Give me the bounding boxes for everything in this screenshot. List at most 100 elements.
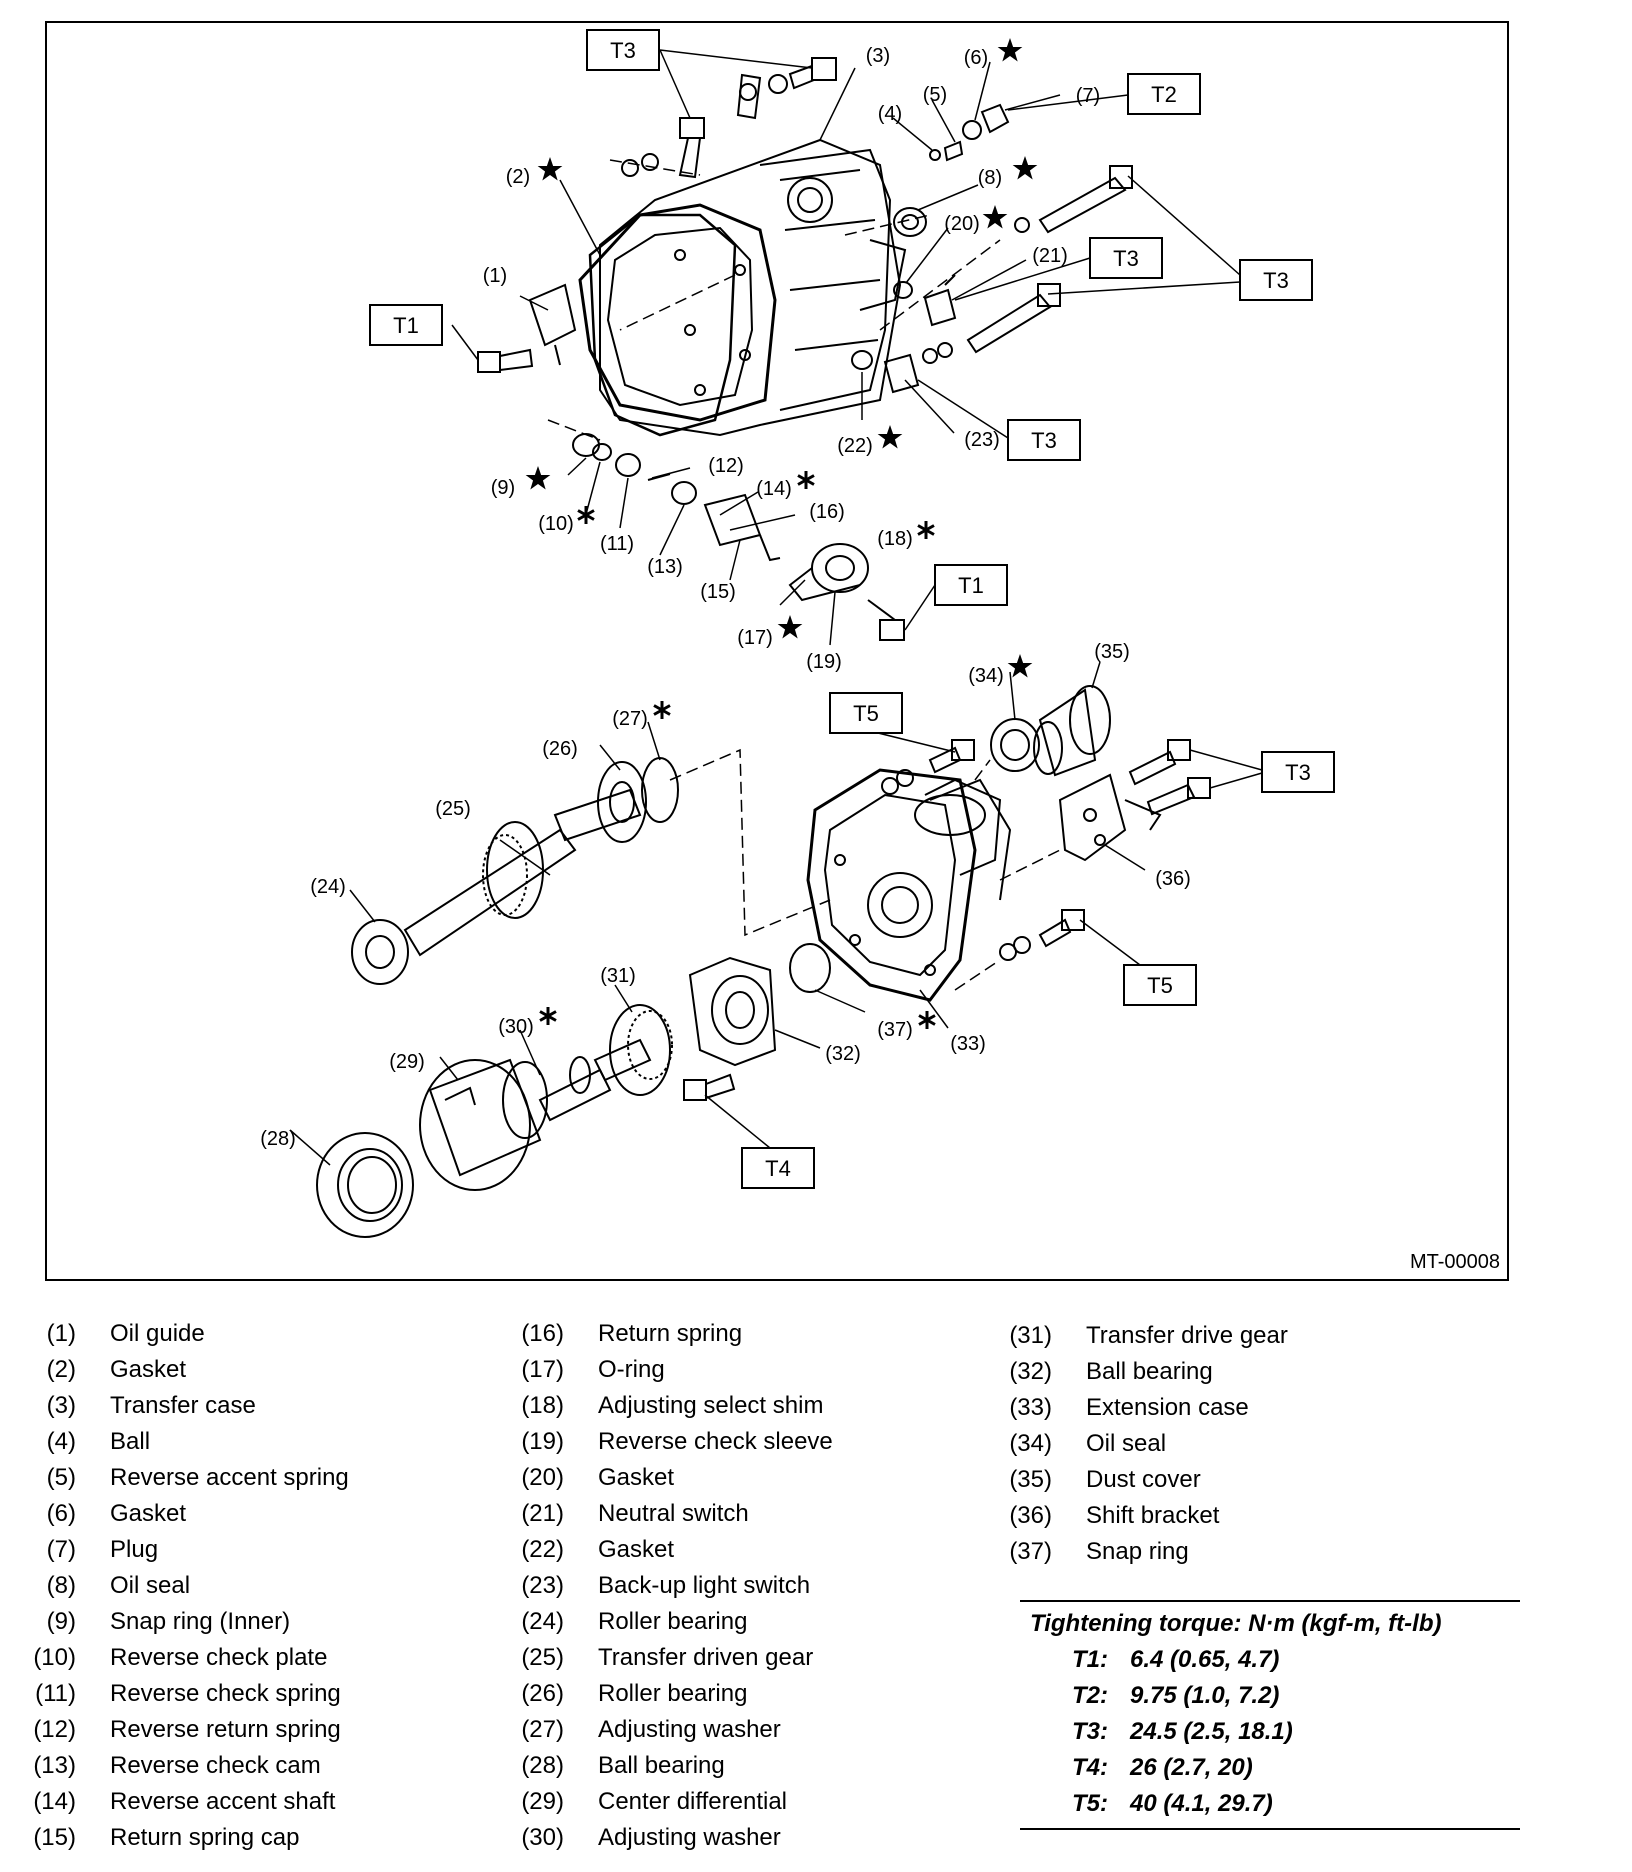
torque-key: T3:: [1072, 1718, 1108, 1745]
long-bolts-t3: [922, 165, 1133, 364]
legend-label: Oil seal: [1086, 1430, 1167, 1457]
legend-num: (13): [33, 1752, 76, 1779]
legend-item: (5) Reverse accent spring: [0, 1460, 349, 1496]
legend-num: (3): [46, 1392, 76, 1419]
legend-item: (6) Gasket: [0, 1496, 349, 1532]
legend-num: (11): [35, 1680, 76, 1707]
torque-table-bottom-rule: [1020, 1828, 1520, 1830]
figure-id: MT-00008: [1410, 1251, 1500, 1273]
legend-label: Reverse accent spring: [110, 1464, 349, 1491]
legend-label: Reverse check cam: [110, 1752, 321, 1779]
callout-34: (34): [968, 665, 1004, 687]
star-icon: [877, 425, 903, 450]
callout-37: (37): [877, 1019, 913, 1041]
legend-num: (5): [46, 1464, 76, 1491]
callout-17: (17): [737, 627, 773, 649]
dust-cover-35: [1033, 685, 1111, 777]
torque-tag-t3-top: T3: [586, 29, 660, 71]
legend-num: (37): [1009, 1538, 1052, 1565]
legend-label: Shift bracket: [1086, 1502, 1220, 1529]
legend-label: Transfer case: [110, 1392, 256, 1419]
star-icon: [1012, 156, 1038, 181]
torque-table-top-rule: [1020, 1600, 1520, 1602]
bolts-t3-lower: [1128, 739, 1211, 816]
callout-3: (3): [866, 45, 890, 67]
asterisk-icon: [538, 1006, 558, 1026]
legend-label: Reverse check sleeve: [598, 1428, 833, 1455]
legend-label: Transfer driven gear: [598, 1644, 814, 1671]
legend-num: (31): [1009, 1322, 1052, 1349]
legend-item: (7)Plug: [0, 1532, 349, 1568]
star-icon: [982, 205, 1008, 230]
torque-key: T5:: [1072, 1790, 1108, 1817]
legend-label: Return spring: [598, 1320, 743, 1347]
legend-num: (33): [1009, 1394, 1052, 1421]
legend-item: (26)Roller bearing: [488, 1676, 833, 1712]
snap-ring-37: [789, 943, 831, 993]
legend-item: (33) Extension case: [976, 1390, 1288, 1426]
legend-num: (24): [521, 1608, 564, 1635]
legend-item: (4)Ball: [0, 1424, 349, 1460]
callout-5: (5): [923, 84, 947, 106]
callout-16: (16): [809, 501, 845, 523]
legend-label: Back-up light switch: [598, 1572, 811, 1599]
torque-tag-t3-lower: T3: [1261, 751, 1335, 793]
torque-row: T1:6.4 (0.65, 4.7): [1020, 1642, 1520, 1678]
torque-tag-t1-lower: T1: [934, 564, 1008, 606]
bolt-t1-upper: [477, 348, 534, 373]
neutral-switch-21: [893, 274, 957, 327]
legend-column-2: (16)Return spring (17)O-ring (18)Adjusti…: [488, 1316, 833, 1856]
legend-label: Center differential: [598, 1788, 787, 1815]
callout-21: (21): [1032, 245, 1068, 267]
legend-label: Snap ring: [1086, 1538, 1189, 1565]
legend-num: (4): [46, 1428, 76, 1455]
roller-bearing-26: [597, 761, 647, 843]
torque-value: 40 (4.1, 29.7): [1130, 1790, 1273, 1817]
callout-31: (31): [600, 965, 636, 987]
legend-num: (20): [521, 1464, 564, 1491]
legend-label: O-ring: [598, 1356, 665, 1383]
torque-tag-text: T3: [1285, 760, 1311, 785]
callout-9: (9): [491, 477, 515, 499]
legend-num: (25): [521, 1644, 564, 1671]
legend-num: (1): [46, 1320, 76, 1347]
asterisk-icon: [916, 520, 936, 540]
legend-num: (12): [33, 1716, 76, 1743]
callout-22: (22): [837, 435, 873, 457]
legend-label: Reverse check spring: [110, 1680, 341, 1707]
torque-value: 9.75 (1.0, 7.2): [1130, 1682, 1280, 1709]
callout-8: (8): [978, 167, 1002, 189]
legend-num: (6): [46, 1500, 76, 1527]
legend-item: (3) Transfer case: [0, 1388, 349, 1424]
callout-33: (33): [950, 1033, 986, 1055]
legend-item: (27)Adjusting washer: [488, 1712, 833, 1748]
legend-label: Gasket: [110, 1356, 187, 1383]
legend-label: Gasket: [110, 1500, 187, 1527]
torque-tag-t3-right: T3: [1239, 259, 1313, 301]
callout-12: (12): [708, 455, 744, 477]
torque-value: 26 (2.7, 20): [1130, 1754, 1253, 1781]
legend-num: (28): [521, 1752, 564, 1779]
adjusting-washer-27: [641, 757, 679, 823]
torque-tag-t3-backup: T3: [1007, 419, 1081, 461]
legend-label: Snap ring (Inner): [110, 1608, 291, 1635]
callout-29: (29): [389, 1051, 425, 1073]
legend-label: Extension case: [1086, 1394, 1249, 1421]
torque-tag-t1-upper: T1: [369, 304, 443, 346]
callout-28: (28): [260, 1128, 296, 1150]
legend-item: (34)Oil seal: [976, 1426, 1288, 1462]
torque-row: T5: 40 (4.1, 29.7): [1020, 1786, 1520, 1822]
ball-spring-plug: [929, 103, 1010, 162]
transfer-driven-gear-25: [403, 788, 642, 957]
legend-item: (20)Gasket: [488, 1460, 833, 1496]
legend-item: (14)Reverse accent shaft: [0, 1784, 349, 1820]
bolt-t3-top-right: [736, 57, 837, 120]
legend-item: (21)Neutral switch: [488, 1496, 833, 1532]
bolts-t5: [881, 739, 1085, 961]
oil-seal-34: [990, 718, 1040, 772]
torque-tag-t5-upper: T5: [829, 692, 903, 734]
callout-23: (23): [964, 429, 1000, 451]
torque-tag-text: T2: [1151, 82, 1177, 107]
star-icon: [525, 466, 551, 491]
